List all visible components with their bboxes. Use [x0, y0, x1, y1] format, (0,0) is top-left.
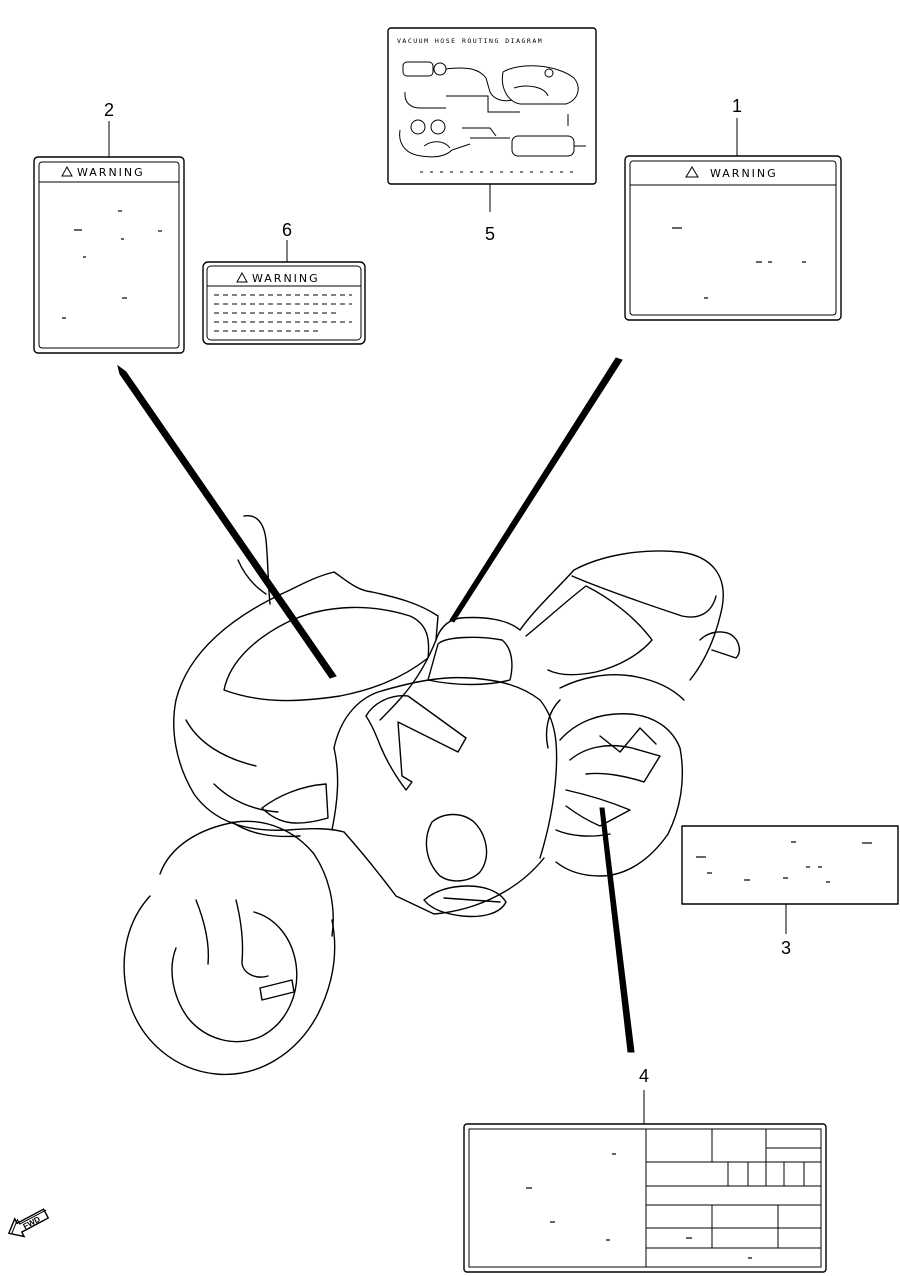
label-6-warning-sticker[interactable]: WARNING [202, 261, 366, 345]
label-1-warning-sticker[interactable]: WARNING [624, 155, 842, 321]
label-3-sticker[interactable] [681, 825, 899, 905]
leader-lines [117, 357, 635, 1053]
label-5-vacuum-hose-diagram[interactable]: VACUUM HOSE ROUTING DIAGRAM [387, 27, 597, 185]
label-2-heading: WARNING [77, 166, 145, 179]
callout-5: 5 [485, 224, 495, 244]
forward-direction-marker: FWD [7, 1208, 50, 1238]
label-4-info-plate[interactable] [463, 1123, 827, 1273]
forward-arrow-icon [7, 1208, 50, 1238]
label-6-fine-print [214, 294, 352, 332]
label-6-heading: WARNING [252, 272, 320, 285]
callout-4: 4 [639, 1066, 649, 1086]
warning-triangle-icon [685, 166, 699, 178]
label-5-heading: VACUUM HOSE ROUTING DIAGRAM [397, 37, 543, 45]
label-1-heading: WARNING [710, 167, 778, 180]
label-2-warning-sticker[interactable]: WARNING [33, 156, 185, 354]
callout-3: 3 [781, 938, 791, 958]
callout-6: 6 [282, 220, 292, 240]
hose-routing-schematic-icon [399, 61, 586, 158]
warning-triangle-icon [61, 165, 73, 177]
callout-1: 1 [732, 96, 742, 116]
warning-triangle-icon [236, 271, 248, 283]
callout-2: 2 [104, 100, 114, 120]
motorcycle-illustration [123, 515, 741, 1076]
